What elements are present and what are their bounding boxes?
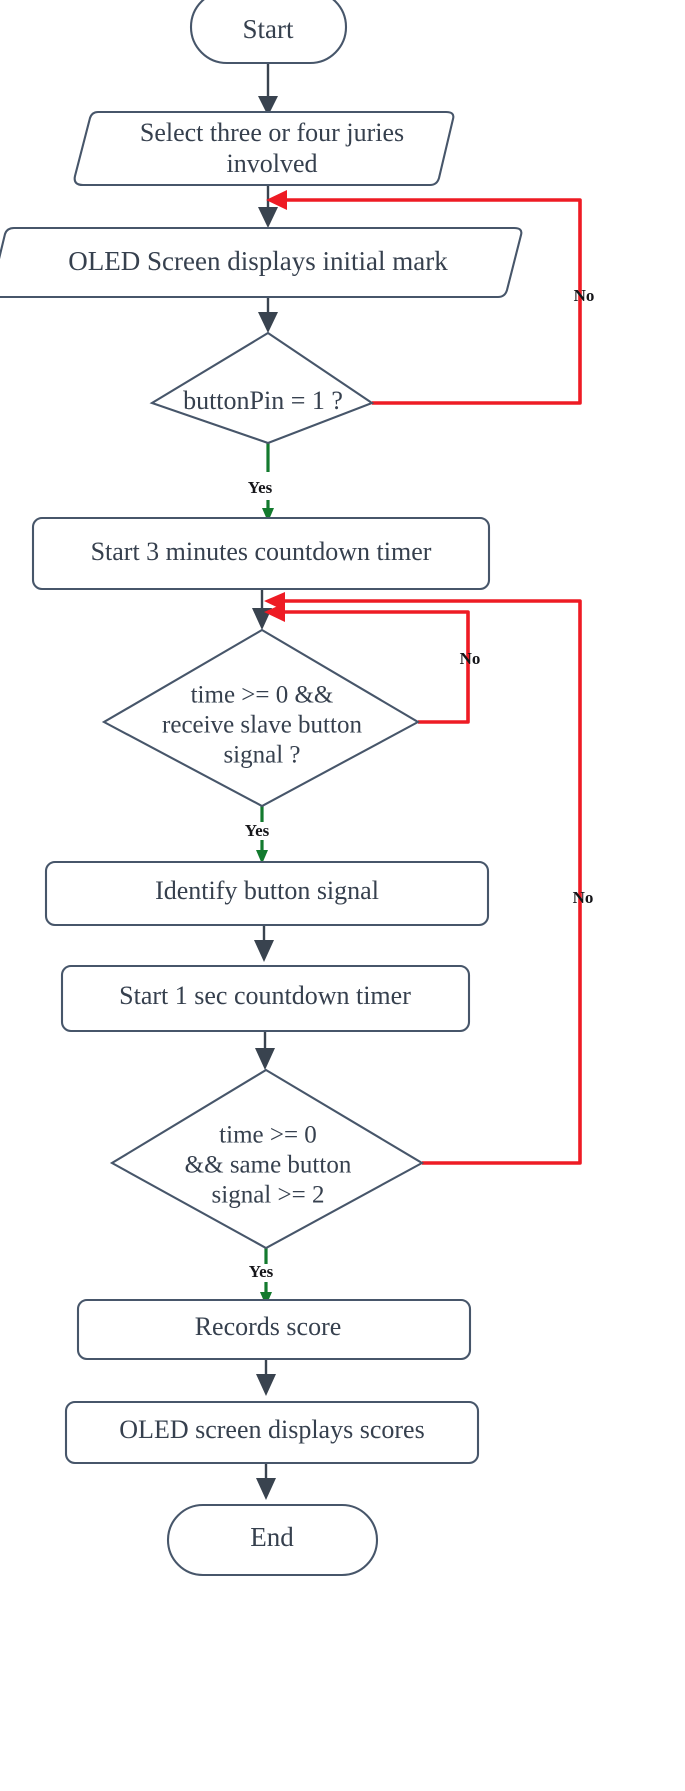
node-identify-button-signal-label: Identify button signal xyxy=(155,876,379,905)
connector-records-to-oled-out xyxy=(256,1359,276,1396)
node-timer-1-second-label: Start 1 sec countdown timer xyxy=(119,981,411,1010)
edge-label-no-slave: No xyxy=(460,649,481,668)
branch-no-same xyxy=(264,592,582,1165)
node-timer-3-minutes[interactable]: Start 3 minutes countdown timer xyxy=(31,516,491,591)
node-decision-same-signal-label-line1: time >= 0 xyxy=(219,1122,317,1149)
node-timer-1-second[interactable]: Start 1 sec countdown timer xyxy=(60,964,471,1033)
edge-label-yes-slave: Yes xyxy=(245,821,270,840)
node-timer-3-minutes-label: Start 3 minutes countdown timer xyxy=(91,537,432,566)
node-decision-slave-signal-label-line2: receive slave button xyxy=(162,712,362,739)
node-oled-displays-scores-label: OLED screen displays scores xyxy=(119,1415,424,1444)
node-decision-slave-signal-label-line3: signal ? xyxy=(223,742,300,769)
node-decision-slave-signal-label-line1: time >= 0 && xyxy=(191,682,334,709)
node-select-juries-label-line1: Select three or four juries xyxy=(140,118,404,147)
node-decision-same-signal-label-line3: signal >= 2 xyxy=(212,1182,325,1209)
node-records-score-label: Records score xyxy=(195,1312,342,1341)
node-end-label: End xyxy=(250,1522,294,1552)
node-decision-slave-signal[interactable]: time >= 0 && receive slave button signal… xyxy=(101,628,421,808)
connector-identify-to-timer1 xyxy=(254,925,274,962)
connector-select-to-oled-init xyxy=(258,185,278,228)
connector-oled-init-to-decision-buttonpin xyxy=(258,297,278,333)
node-decision-buttonpin-label: buttonPin = 1 ? xyxy=(183,386,343,415)
branch-yes-buttonpin xyxy=(262,443,274,522)
node-decision-same-signal[interactable]: time >= 0 && same button signal >= 2 xyxy=(109,1068,425,1250)
connector-oled-out-to-end xyxy=(256,1463,276,1500)
node-start[interactable]: Start xyxy=(189,0,348,65)
node-end[interactable]: End xyxy=(166,1503,379,1577)
connector-start-to-select xyxy=(258,63,278,116)
connector-timer1-to-decision-same xyxy=(255,1031,275,1070)
edge-label-no-buttonpin: No xyxy=(574,286,595,305)
connector-timer3-to-decision-slave xyxy=(252,589,272,630)
node-select-juries-label-line2: involved xyxy=(227,149,318,178)
edge-label-yes-same: Yes xyxy=(249,1262,274,1281)
node-oled-initial-mark[interactable]: OLED Screen displays initial mark xyxy=(0,226,523,299)
node-decision-same-signal-label-line2: && same button xyxy=(185,1152,352,1179)
node-start-label: Start xyxy=(243,14,294,44)
edge-label-yes-buttonpin: Yes xyxy=(248,478,273,497)
node-decision-buttonpin[interactable]: buttonPin = 1 ? xyxy=(149,331,375,445)
node-identify-button-signal[interactable]: Identify button signal xyxy=(44,860,490,927)
node-oled-displays-scores[interactable]: OLED screen displays scores xyxy=(64,1400,480,1465)
branch-yes-slave xyxy=(256,806,268,864)
node-oled-initial-mark-label: OLED Screen displays initial mark xyxy=(68,246,448,276)
node-select-juries[interactable]: Select three or four juries involved xyxy=(73,110,455,187)
node-records-score[interactable]: Records score xyxy=(76,1298,472,1361)
branch-no-buttonpin xyxy=(266,190,582,405)
edge-label-no-same: No xyxy=(573,888,594,907)
